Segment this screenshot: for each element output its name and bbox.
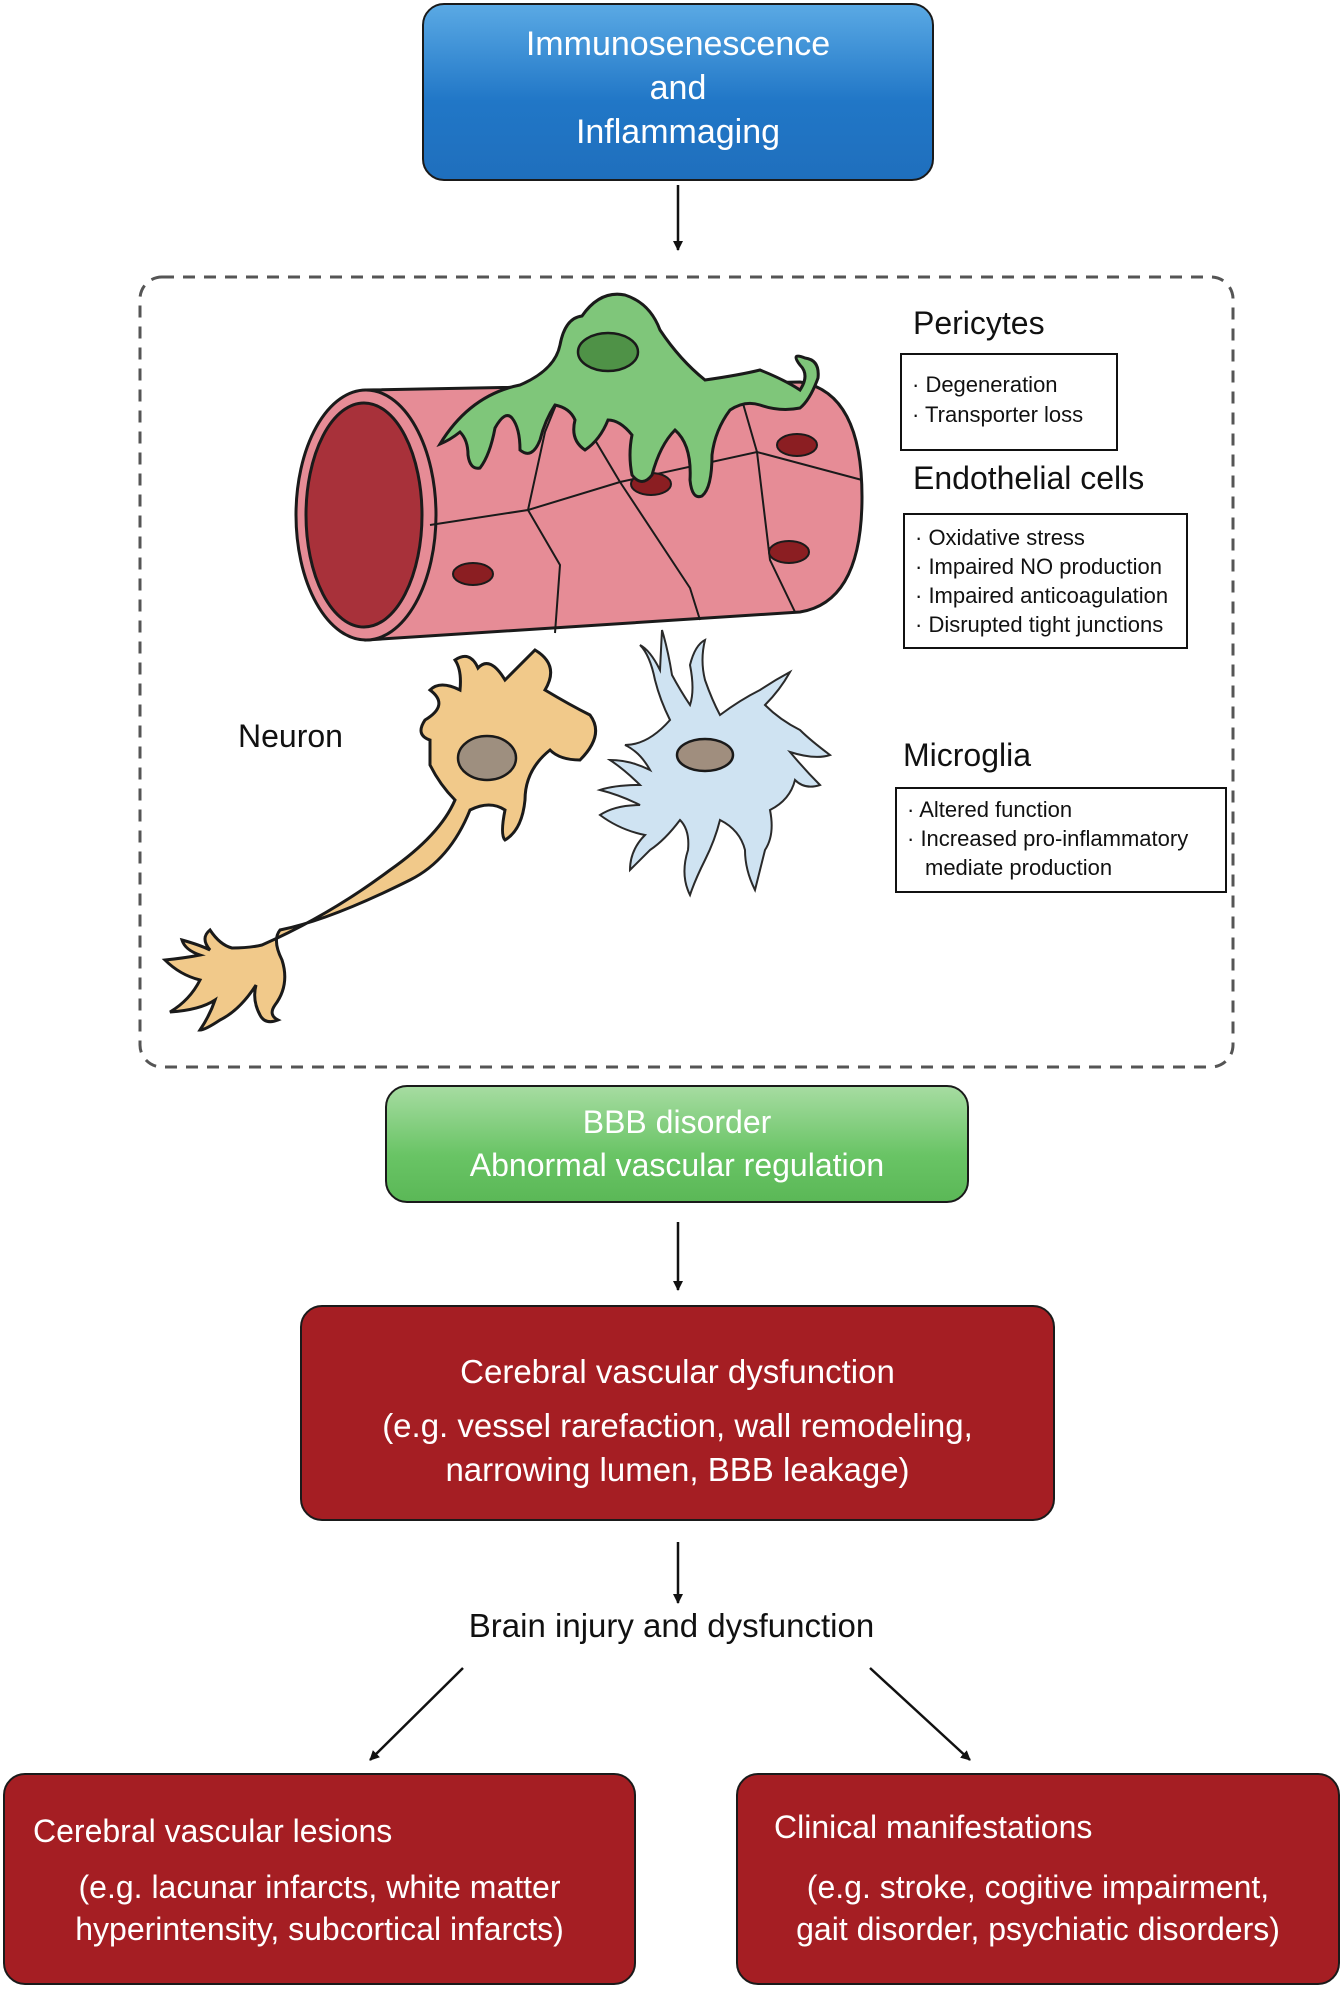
neuron-illustration xyxy=(161,648,598,1032)
microglia-item-2: · Increased pro-inflammatory xyxy=(907,826,1189,851)
clinical-line-2: gait disorder, psychiatic disorders) xyxy=(796,1911,1280,1947)
endothelial-info-box: · Oxidative stress · Impaired NO product… xyxy=(903,513,1188,649)
top-line-3: Inflammaging xyxy=(575,113,781,151)
bbb-line-1: BBB disorder xyxy=(582,1104,772,1140)
clinical-manifestations-box: Clinical manifestations (e.g. stroke, co… xyxy=(736,1773,1340,1985)
lesions-line-2: hyperintensity, subcortical infarcts) xyxy=(75,1911,564,1947)
microglia-info-box: · Altered function · Increased pro-infla… xyxy=(895,787,1227,893)
neuron-label: Neuron xyxy=(238,718,343,754)
dysfunction-title: Cerebral vascular dysfunction xyxy=(460,1353,895,1390)
pericytes-item-2: · Transporter loss xyxy=(912,402,1084,427)
clinical-line-1: (e.g. stroke, cogitive impairment, xyxy=(806,1869,1270,1905)
brain-injury-label: Brain injury and dysfunction xyxy=(468,1607,875,1644)
clinical-title: Clinical manifestations xyxy=(774,1809,1093,1845)
dysfunction-line-1: (e.g. vessel rarefaction, wall remodelin… xyxy=(382,1407,973,1444)
arrow-injury-to-lesions xyxy=(369,1667,464,1761)
endothelial-item-4: · Disrupted tight junctions xyxy=(915,612,1164,637)
microglia-item-3: mediate production xyxy=(925,855,1113,880)
microglia-item-1: · Altered function xyxy=(907,797,1073,822)
endothelial-item-3: · Impaired anticoagulation xyxy=(915,583,1169,608)
pericyte-illustration xyxy=(436,292,820,499)
immunosenescence-box: Immunosenescence and Inflammaging xyxy=(422,3,934,181)
top-line-2: and xyxy=(649,69,707,107)
bbb-disorder-box: BBB disorder Abnormal vascular regulatio… xyxy=(385,1085,969,1203)
bbb-line-2: Abnormal vascular regulation xyxy=(469,1147,885,1183)
dashed-panel xyxy=(138,275,1235,1069)
vascular-lesions-box: Cerebral vascular lesions (e.g. lacunar … xyxy=(3,1773,636,1985)
vascular-dysfunction-box: Cerebral vascular dysfunction (e.g. vess… xyxy=(300,1305,1055,1521)
pericytes-info-box: · Degeneration · Transporter loss xyxy=(900,353,1118,451)
pericytes-title: Pericytes xyxy=(913,305,1045,341)
pericytes-item-1: · Degeneration xyxy=(912,372,1058,397)
arrow-injury-to-clinical xyxy=(869,1667,971,1761)
endothelial-item-1: · Oxidative stress xyxy=(915,525,1085,550)
dysfunction-line-2: narrowing lumen, BBB leakage) xyxy=(445,1451,910,1488)
endothelial-title: Endothelial cells xyxy=(913,460,1145,496)
lesions-line-1: (e.g. lacunar infarcts, white matter xyxy=(78,1869,561,1905)
top-line-1: Immunosenescence xyxy=(525,25,831,63)
lesions-title: Cerebral vascular lesions xyxy=(33,1813,393,1849)
microglia-title: Microglia xyxy=(903,737,1032,773)
microglia-illustration xyxy=(596,629,833,898)
endothelial-item-2: · Impaired NO production xyxy=(915,554,1162,579)
